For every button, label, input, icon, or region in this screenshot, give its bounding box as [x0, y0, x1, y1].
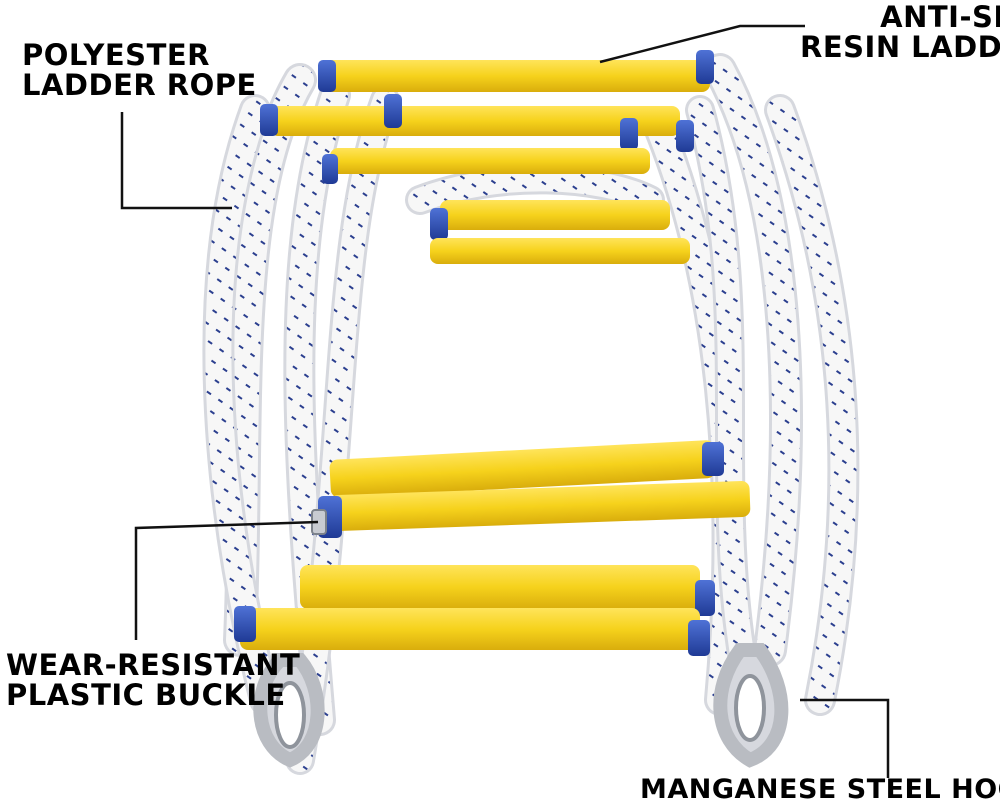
label-anti-slip-resin-ladder: ANTI-SLIP RESIN LADDER — [800, 2, 1000, 63]
label-buckle-line-1: WEAR-RESISTANT — [6, 648, 301, 682]
label-manganese-steel-hook: MANGANESE STEEL HOOK — [640, 774, 1000, 805]
rung-6 — [234, 565, 715, 656]
label-rope-line-1: POLYESTER — [22, 38, 210, 72]
label-buckle-line-2: PLASTIC BUCKLE — [6, 678, 286, 713]
label-rope-line-2: LADDER ROPE — [22, 68, 257, 103]
rung-5 — [318, 440, 751, 538]
rung-3 — [322, 148, 650, 184]
callout-line-rope — [120, 112, 232, 210]
steel-hook-right — [713, 643, 789, 768]
label-resin-line-1: ANTI-SLIP — [880, 0, 1000, 34]
ladder-rungs — [234, 50, 751, 656]
label-resin-line-2: RESIN LADDER — [800, 30, 1000, 65]
label-polyester-ladder-rope: POLYESTER LADDER ROPE — [22, 40, 257, 101]
rung-4 — [430, 200, 690, 264]
callout-lines — [120, 24, 890, 778]
callout-line-hook — [800, 698, 890, 778]
steel-hook-left — [253, 653, 325, 768]
label-wear-resistant-plastic-buckle: WEAR-RESISTANT PLASTIC BUCKLE — [6, 650, 300, 711]
callout-line-resin — [599, 24, 805, 64]
label-hook-line-1: MANGANESE STEEL HOOK — [640, 774, 1000, 805]
rung-1 — [318, 50, 714, 92]
callout-line-buckle — [134, 520, 319, 640]
rung-2 — [260, 94, 694, 152]
